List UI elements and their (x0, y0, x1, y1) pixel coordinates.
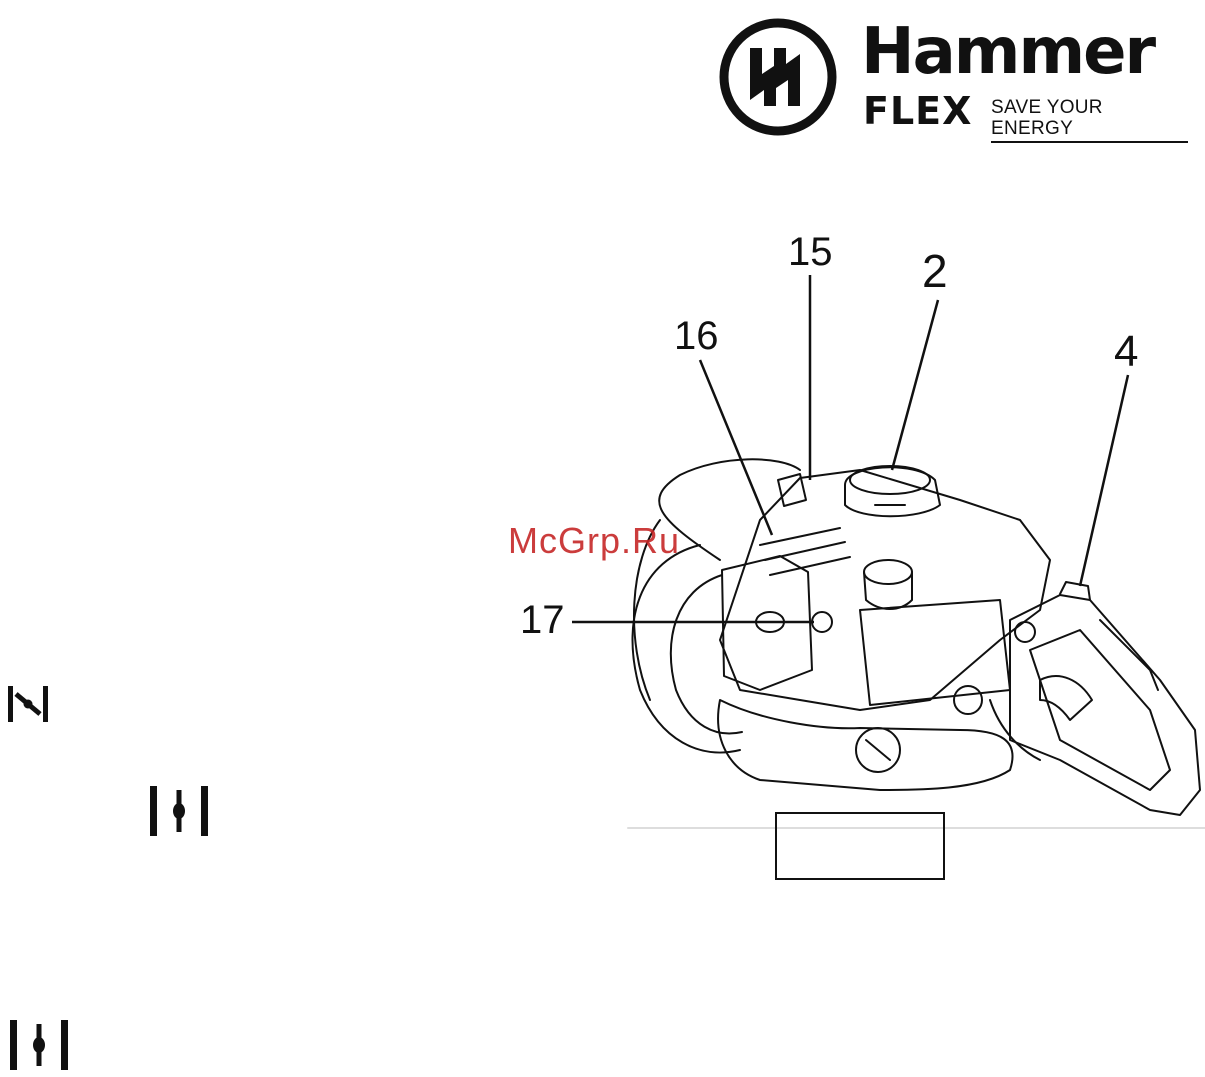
fuel-tank (860, 600, 1010, 705)
choke-closed-icon (6, 684, 50, 724)
choke-open-icon (8, 1018, 70, 1072)
callout-16: 16 (674, 316, 719, 356)
figure-label-box (775, 812, 945, 880)
front-handle (1010, 595, 1200, 815)
leader-16 (700, 360, 772, 535)
callout-17: 17 (520, 600, 565, 640)
leader-4 (1080, 375, 1128, 586)
watermark: McGrp.Ru (508, 520, 680, 562)
callout-2: 2 (922, 248, 948, 294)
callout-15: 15 (788, 232, 833, 272)
choke-open-icon (148, 784, 210, 838)
rear-handle-outer (659, 459, 800, 560)
callout-4: 4 (1114, 330, 1138, 374)
leader-2 (892, 300, 938, 470)
